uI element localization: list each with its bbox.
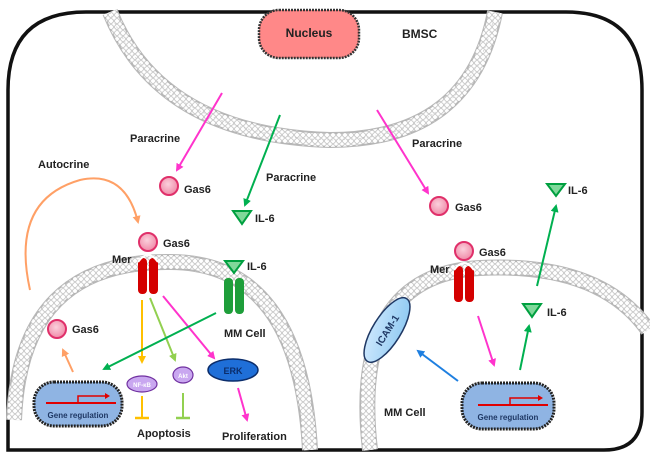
erk-node: ERK bbox=[207, 358, 259, 382]
gene-to-gas6-arrow bbox=[61, 348, 74, 373]
paracrine-il6-arrow-left bbox=[243, 114, 281, 207]
gene-regulation-right: Gene regulation bbox=[460, 381, 556, 431]
il6r-to-gene-arrow bbox=[102, 312, 217, 370]
mer-to-akt-arrow bbox=[149, 297, 177, 362]
autocrine-label: Autocrine bbox=[38, 159, 89, 171]
apoptosis-label: Apoptosis bbox=[137, 428, 191, 440]
gas6-secreted-label-right: Gas6 bbox=[455, 202, 482, 214]
nfkb-inhibits-apoptosis bbox=[135, 396, 149, 420]
gas6-bound-label-left: Gas6 bbox=[163, 238, 190, 250]
gas6-internal-label: Gas6 bbox=[72, 324, 99, 336]
erk-label: ERK bbox=[223, 366, 243, 376]
icam1-node: ICAM-1 bbox=[363, 297, 411, 363]
gene-regulation-left: Gene regulation bbox=[32, 380, 124, 428]
il6-export-arrow-right bbox=[536, 204, 559, 287]
paracrine-label-gas6-left: Paracrine bbox=[130, 133, 180, 145]
paracrine-gas6-arrow-right bbox=[376, 109, 430, 195]
il6-bound-label-left: IL-6 bbox=[247, 261, 267, 273]
paracrine-label-il6-left: Paracrine bbox=[266, 172, 316, 184]
gas6-internal-left bbox=[47, 319, 67, 339]
mer-to-gene-arrow-right bbox=[477, 315, 496, 367]
il6-outer-label-right: IL-6 bbox=[568, 185, 588, 197]
mer-label-right: Mer bbox=[430, 264, 450, 276]
gene-to-il6-arrow-right bbox=[519, 324, 532, 371]
gas6-bound-left bbox=[138, 232, 158, 252]
nfkb-label: NF-κB bbox=[133, 383, 151, 389]
gas6-ligand-secreted-right bbox=[429, 196, 449, 216]
akt-inhibits-apoptosis bbox=[176, 393, 190, 420]
il6-ligand-inner-right bbox=[521, 303, 543, 319]
bmsc-nuclear-membrane bbox=[102, 8, 503, 149]
mm-cell-label-left: MM Cell bbox=[224, 328, 266, 340]
nucleus-label: Nucleus bbox=[286, 26, 333, 40]
il6-label: IL-6 bbox=[255, 213, 275, 225]
mm-cell-label-right: MM Cell bbox=[384, 407, 426, 419]
erk-to-proliferation-arrow bbox=[237, 387, 250, 422]
mer-receptor-right bbox=[453, 262, 475, 302]
gene-regulation-label-left: Gene regulation bbox=[48, 411, 109, 420]
akt-label: Akt bbox=[178, 374, 188, 380]
mer-label-left: Mer bbox=[112, 254, 132, 266]
gas6-label: Gas6 bbox=[184, 184, 211, 196]
bmsc-label: BMSC bbox=[402, 27, 438, 41]
il6-inner-label-right: IL-6 bbox=[547, 307, 567, 319]
mer-receptor-left bbox=[137, 254, 159, 294]
nfkb-node: NF-κB bbox=[126, 375, 158, 393]
autocrine-arrow bbox=[24, 177, 141, 291]
il6-bound-left bbox=[223, 260, 245, 275]
paracrine-label-right: Paracrine bbox=[412, 138, 462, 150]
proliferation-label: Proliferation bbox=[222, 431, 287, 443]
akt-node: Akt bbox=[172, 366, 194, 384]
bmsc-outer-membrane bbox=[6, 10, 644, 452]
paracrine-gas6-arrow-left bbox=[175, 92, 223, 172]
gene-to-icam1-arrow bbox=[416, 349, 459, 382]
gas6-ligand-secreted-left: Gas6 bbox=[159, 176, 211, 196]
gas6-bound-right bbox=[454, 241, 474, 261]
left-mm-cell-membrane bbox=[6, 253, 318, 451]
gas6-bound-label-right: Gas6 bbox=[479, 247, 506, 259]
il6-ligand-secreted-right bbox=[545, 183, 567, 198]
il6-ligand-secreted-left: IL-6 bbox=[231, 210, 275, 226]
nucleus: Nucleus bbox=[257, 8, 361, 60]
il6-receptor-left bbox=[224, 278, 244, 314]
gene-regulation-label-right: Gene regulation bbox=[478, 413, 539, 422]
